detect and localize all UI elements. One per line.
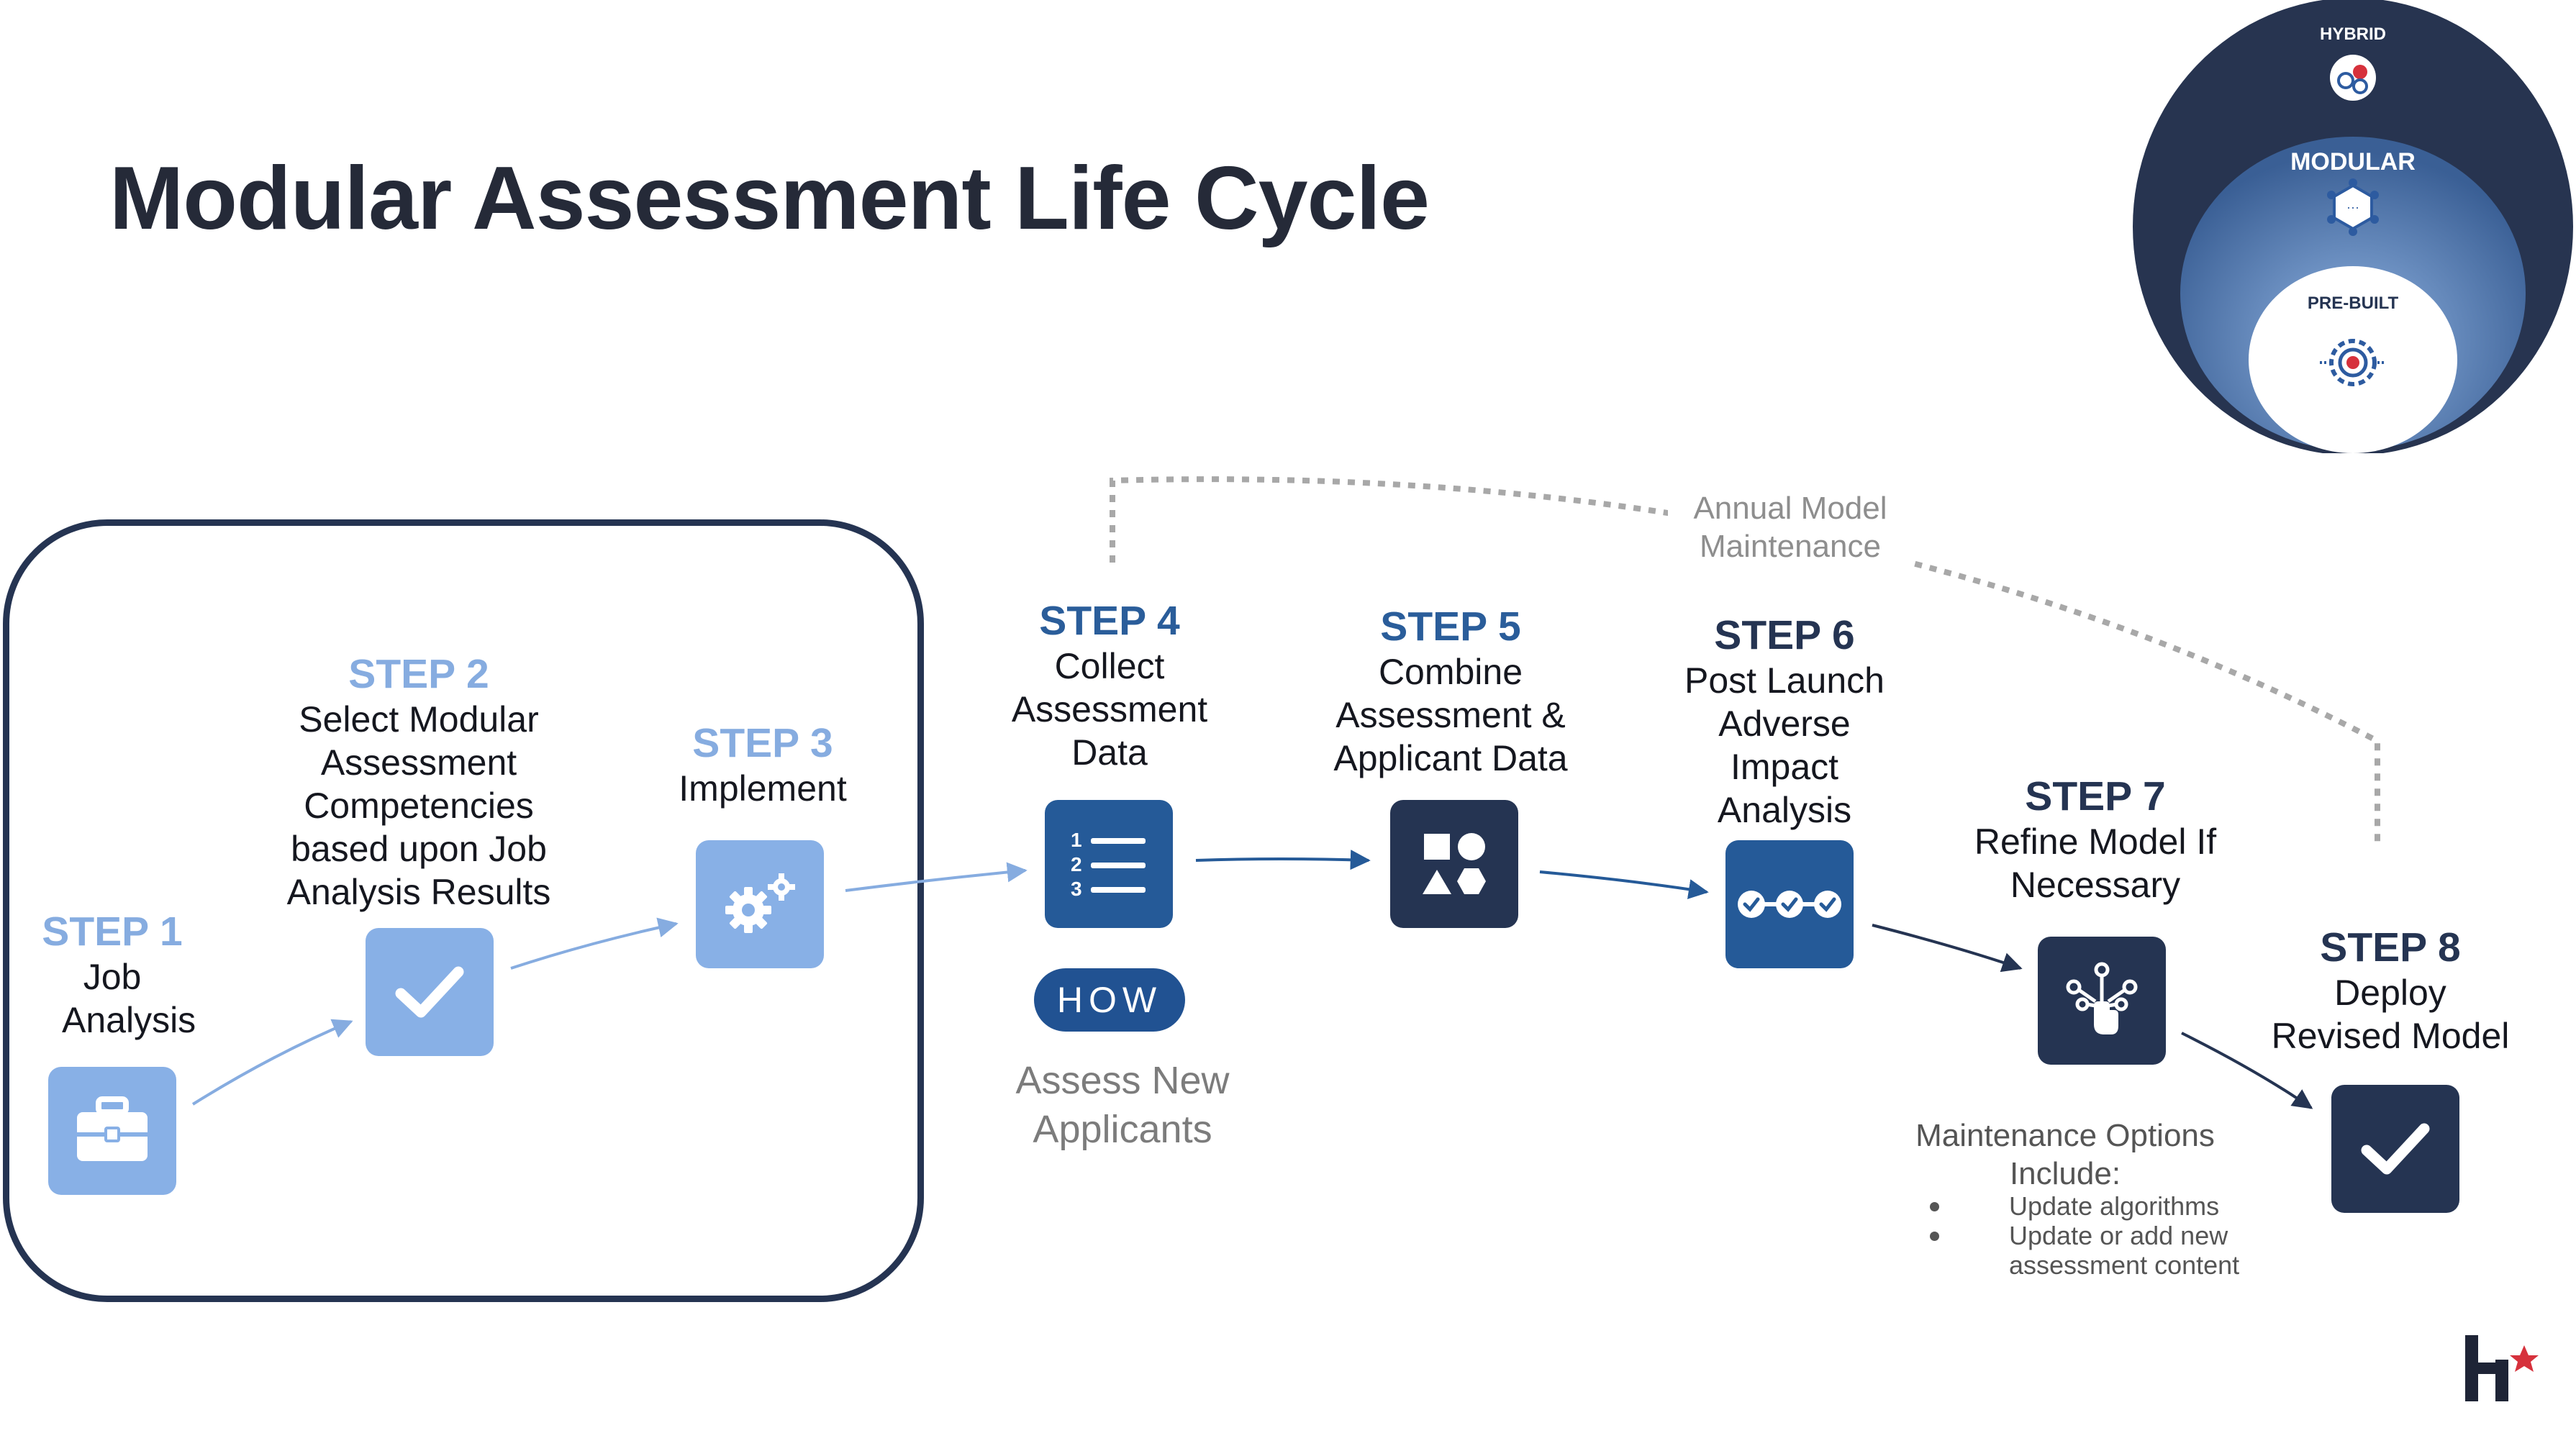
gears-icon [696, 840, 824, 968]
step-6-text: Post Launch Adverse Impact Analysis [1684, 660, 1885, 830]
svg-text:3: 3 [1071, 878, 1082, 900]
step-8-text: Deploy Revised Model [2271, 973, 2510, 1056]
step-1-text: Job Analysis [62, 957, 196, 1040]
step-3-text: Implement [679, 768, 847, 809]
pre-built-label: PRE-BUILT [2307, 294, 2399, 313]
company-logo [2461, 1332, 2540, 1404]
step-7-number: STEP 7 [2025, 773, 2166, 819]
step-7-text: Refine Model If Necessary [1974, 822, 2217, 905]
arrow-step1-to-step2 [191, 1019, 353, 1106]
step-6: STEP 6 Post Launch Adverse Impact Analys… [1619, 611, 1950, 832]
pre-built-icon [2320, 339, 2386, 386]
step-4: STEP 4 Collect Assessment Data [944, 597, 1275, 774]
assess-new-applicants: Assess New Applicants [1015, 1059, 1230, 1151]
step-5: STEP 5 Combine Assessment & Applicant Da… [1285, 603, 1616, 780]
how-badge: HOW [1034, 968, 1185, 1032]
modular-icon: ··· [2327, 178, 2379, 236]
step-5-text: Combine Assessment & Applicant Data [1333, 652, 1568, 778]
steps-1-3-frame [3, 519, 924, 1302]
checkmark-icon [2331, 1085, 2459, 1213]
checkmark-icon [366, 928, 494, 1056]
arrow-step7-to-step8 [2181, 1032, 2313, 1109]
arrow-step4-to-step5 [1195, 850, 1371, 870]
step-4-number: STEP 4 [1039, 598, 1180, 644]
svg-text:···: ··· [2346, 200, 2359, 214]
maintenance-option-1: Update algorithms [1920, 1191, 2308, 1221]
annual-maintenance-label: Annual Model Maintenance [1668, 489, 1913, 565]
step-1-number: STEP 1 [42, 909, 183, 955]
annual-maintenance-loop [1110, 476, 2380, 849]
step-5-number: STEP 5 [1380, 604, 1521, 650]
network-hand-icon [2038, 937, 2166, 1065]
step-2-number: STEP 2 [348, 651, 489, 697]
step-3: STEP 3 Implement [597, 719, 928, 810]
hybrid-label: HYBRID [2319, 24, 2386, 44]
step-6-number: STEP 6 [1714, 612, 1855, 658]
svg-text:1: 1 [1071, 829, 1082, 851]
hybrid-icon [2330, 55, 2376, 101]
model-circle: ··· HYBRID MODULAR PRE-BUILT [2131, 0, 2576, 453]
page-title: Modular Assessment Life Cycle [109, 149, 1430, 248]
step-8-number: STEP 8 [2320, 924, 2461, 970]
modular-label: MODULAR [2290, 148, 2416, 176]
svg-text:2: 2 [1071, 853, 1082, 875]
toolbox-icon [48, 1067, 176, 1195]
step-8: STEP 8 Deploy Revised Model [2225, 924, 2556, 1057]
step-7: STEP 7 Refine Model If Necessary [1930, 773, 2261, 906]
progress-steps-icon [1725, 840, 1854, 968]
step-3-number: STEP 3 [692, 720, 833, 766]
step-2-text: Select Modular Assessment Competencies b… [286, 699, 551, 912]
maintenance-options-list: Update algorithms Update or add new asse… [1920, 1191, 2308, 1280]
maintenance-option-2: Update or add new assessment content [1920, 1221, 2308, 1280]
numbered-list-icon: 1 2 3 [1045, 800, 1173, 928]
shapes-icon [1390, 800, 1518, 928]
arrow-step6-to-step7 [1872, 924, 2023, 973]
step-2: STEP 2 Select Modular Assessment Compete… [253, 650, 584, 914]
step-1: STEP 1 Job Analysis [0, 908, 278, 1042]
maintenance-options-title: Maintenance Options Include: [1915, 1118, 2215, 1191]
arrow-step5-to-step6 [1539, 870, 1709, 899]
arrow-step2-to-step3 [510, 917, 679, 970]
arrow-step3-to-step4 [845, 862, 1028, 892]
step-4-text: Collect Assessment Data [1011, 646, 1208, 773]
